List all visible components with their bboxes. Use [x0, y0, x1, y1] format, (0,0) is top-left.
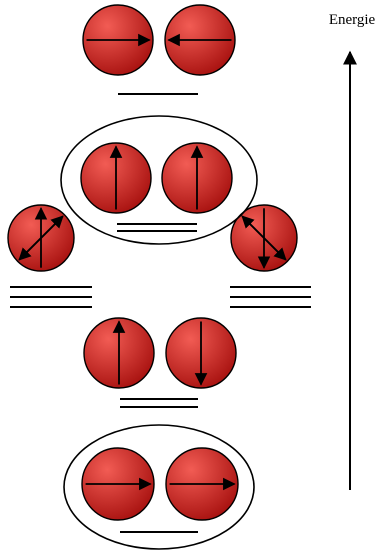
energy-axis-label: Energie	[318, 12, 386, 29]
